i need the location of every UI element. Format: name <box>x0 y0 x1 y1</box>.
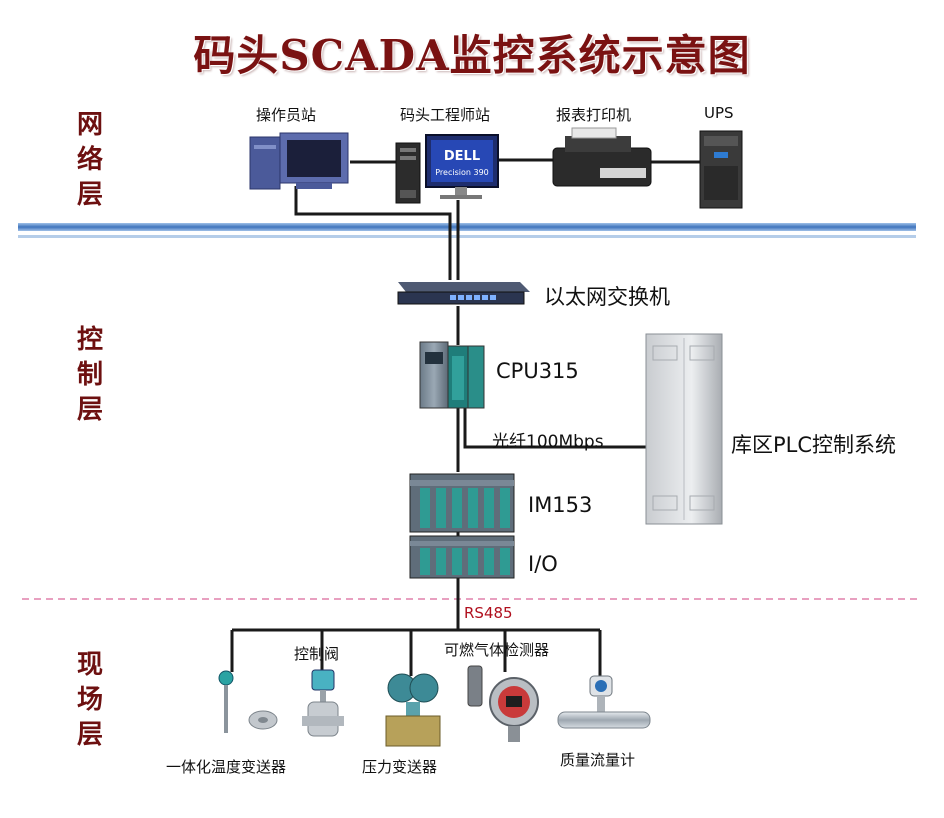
network-cables <box>230 158 700 676</box>
pressure-transmitter-drawing <box>385 673 441 747</box>
im153-label: IM153 <box>528 493 593 517</box>
monitor-model-text: Precision 390 <box>435 168 489 177</box>
network-bus-thin <box>18 235 916 238</box>
rs485-label: RS485 <box>464 604 513 622</box>
cpu315-label: CPU315 <box>496 359 579 383</box>
warehouse-plc-label: 库区PLC控制系统 <box>731 433 897 457</box>
fiber-link-label: 光纤100Mbps <box>492 432 604 452</box>
layer-label-control: 控 制 层 <box>66 323 114 428</box>
mass-flowmeter-label: 质量流量计 <box>560 751 636 769</box>
control-valve-label: 控制阀 <box>294 645 340 663</box>
layer-label-network: 网 络 层 <box>66 108 114 213</box>
layer-label-char: 现 <box>76 650 103 680</box>
gas-detector-label: 可燃气体检测器 <box>444 641 550 659</box>
operator-station-pc <box>249 132 349 190</box>
layer-label-char: 层 <box>76 180 103 210</box>
warehouse-plc-cabinet-drawing <box>645 333 723 525</box>
control-valve-drawing <box>302 669 344 737</box>
engineer-station-tower <box>395 142 421 204</box>
layer-label-char: 络 <box>76 145 103 175</box>
report-printer-drawing <box>552 127 652 187</box>
layer-label-char: 场 <box>76 685 103 715</box>
ethernet-switch-drawing <box>397 282 530 305</box>
io-label: I/O <box>528 552 558 576</box>
im153-rack-drawing <box>409 473 515 533</box>
operator-station-label: 操作员站 <box>256 106 317 124</box>
temp-transmitter-drawing <box>218 670 278 733</box>
layer-label-char: 控 <box>76 325 103 355</box>
diagram-title: 码头SCADA监控系统示意图 <box>193 31 751 80</box>
io-rack-drawing <box>409 535 515 579</box>
layer-label-field: 现 场 层 <box>66 648 114 753</box>
pressure-transmitter-label: 压力变送器 <box>362 758 438 776</box>
cpu315-plc-drawing <box>419 341 485 409</box>
gas-detector-drawing <box>467 665 539 742</box>
layer-label-char: 网 <box>76 110 103 140</box>
ups-label: UPS <box>704 104 734 122</box>
dell-monitor <box>425 134 499 199</box>
layer-label-char: 制 <box>76 360 103 390</box>
network-bus <box>18 223 916 231</box>
layer-label-char: 层 <box>76 395 103 425</box>
ethernet-switch-label: 以太网交换机 <box>544 285 670 309</box>
ups-cabinet-drawing <box>699 130 743 209</box>
monitor-brand-text: DELL <box>444 149 480 164</box>
temp-transmitter-label: 一体化温度变送器 <box>166 758 287 776</box>
engineer-station-label: 码头工程师站 <box>400 106 491 124</box>
report-printer-label: 报表打印机 <box>556 106 632 124</box>
mass-flowmeter-drawing <box>557 675 651 729</box>
layer-label-char: 层 <box>76 720 103 750</box>
